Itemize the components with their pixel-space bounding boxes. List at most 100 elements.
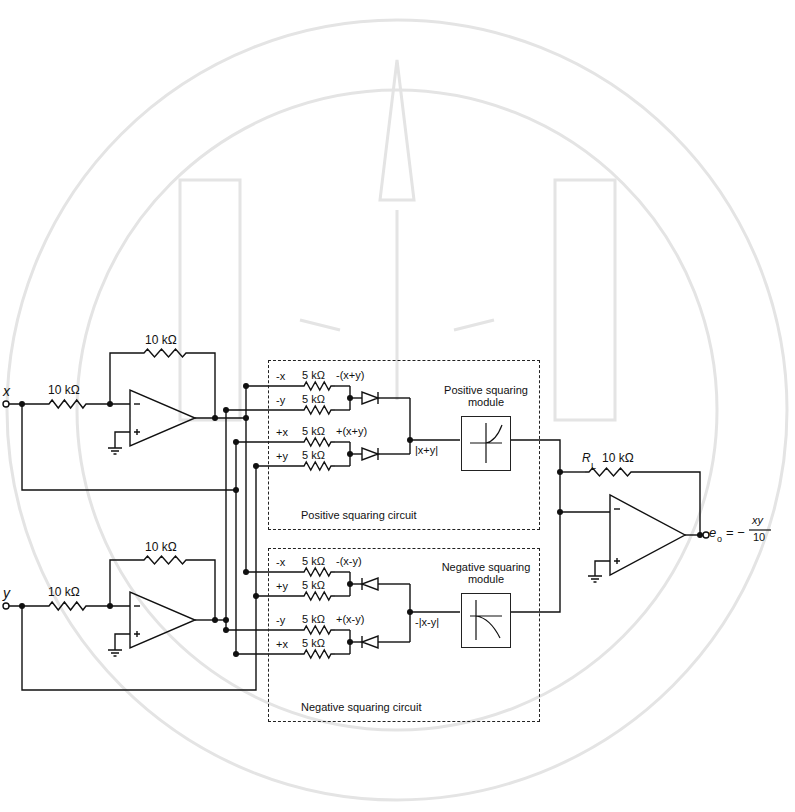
component-label: -(x+y) [336,369,364,382]
wire [409,398,410,454]
component-label: +x [276,638,288,651]
wire [115,432,130,442]
junction-dot [234,440,239,445]
signal-label: e [709,526,716,541]
signal-label: = − [726,526,745,541]
component-label: -x [276,370,285,383]
opamp-symbol [130,390,195,446]
ground-symbol [108,644,122,656]
wire [410,611,460,612]
dashed-circuit-box: Negative squaring circuit Negative squari… [268,548,540,722]
wire [245,386,246,572]
resistor-symbol [300,406,335,414]
component-label: -y [276,394,285,407]
junction-dot [244,416,249,421]
component-label: +(x+y) [336,425,367,438]
diode-symbol [362,636,378,648]
resistor-symbol [300,462,335,470]
transfer-curve [462,417,509,469]
wire [246,571,300,572]
component-label: 5 kΩ [302,613,325,626]
signal-label: x [3,383,10,399]
minus-sign [134,403,140,404]
plus-sign [614,558,620,564]
component-label: -(x-y) [336,555,362,568]
resistor-symbol [300,438,335,446]
signal-label: 10 [753,531,765,544]
wire [110,353,140,404]
terminal [3,401,9,407]
component-label: -|x-y| [415,616,439,629]
component-label: 10 kΩ [145,541,177,555]
dashed-circuit-box: Positive squaring circuit Positive squari… [268,360,540,530]
module-title: Positive squaring module [438,384,534,409]
component-label: 5 kΩ [302,579,325,592]
minus-sign [614,508,620,509]
junction-dot [224,618,229,623]
ground-symbol [108,442,122,454]
component-label: 5 kΩ [302,369,325,382]
wire [560,511,610,512]
resistor-symbol [140,349,190,357]
component-label: R [582,452,591,466]
junction-dot [244,384,249,389]
module-title: Negative squaring module [438,561,534,586]
wire [335,385,350,386]
resistor-symbol [300,382,335,390]
terminal [703,532,709,538]
component-label: 5 kΩ [302,637,325,650]
component-label: -x [276,556,285,569]
junction-dot [224,628,229,633]
wire [226,409,300,410]
wire [335,629,350,630]
wire [350,453,362,454]
wire [246,385,300,386]
wire [510,440,560,612]
resistor-symbol [300,592,335,600]
component-label: +(x-y) [336,613,364,626]
wire [226,629,300,630]
wire [378,453,410,454]
plus-sign [134,429,140,435]
wire [225,410,226,630]
component-label: 10 kΩ [48,384,80,398]
resistor-symbol [300,650,335,658]
wire [190,560,215,620]
circuit-title: Negative squaring circuit [301,701,421,714]
wire [256,595,300,596]
junction-dot [234,652,239,657]
resistor-symbol [45,400,90,408]
junction-dot [244,570,249,575]
wire [335,595,350,596]
component-label: +y [276,580,288,593]
signal-label: o [717,534,722,544]
opamp-symbol [130,592,195,648]
wire [378,641,410,642]
terminal [3,603,9,609]
wire [335,571,350,572]
resistor-symbol [45,602,90,610]
squaring-module-box: Positive squaring module [461,416,511,471]
component-label: 10 kΩ [602,452,634,466]
wire [335,409,350,410]
wire [335,465,350,466]
component-label: 5 kΩ [302,425,325,438]
circuit-title: Positive squaring circuit [301,509,417,522]
diode-symbol [362,392,378,404]
component-label: 5 kΩ [302,555,325,568]
component-label: |x+y| [415,444,438,457]
wire [350,397,362,398]
junction-dot [234,488,239,493]
plus-sign [134,631,140,637]
squaring-module-box: Negative squaring module [461,593,511,648]
minus-sign [134,605,140,606]
wire [195,417,246,418]
diode-symbol [362,448,378,460]
resistor-symbol [300,626,335,634]
wire [410,439,460,440]
component-label: +y [276,450,288,463]
wire [22,404,236,490]
wire [9,403,45,404]
component-label: +x [276,426,288,439]
